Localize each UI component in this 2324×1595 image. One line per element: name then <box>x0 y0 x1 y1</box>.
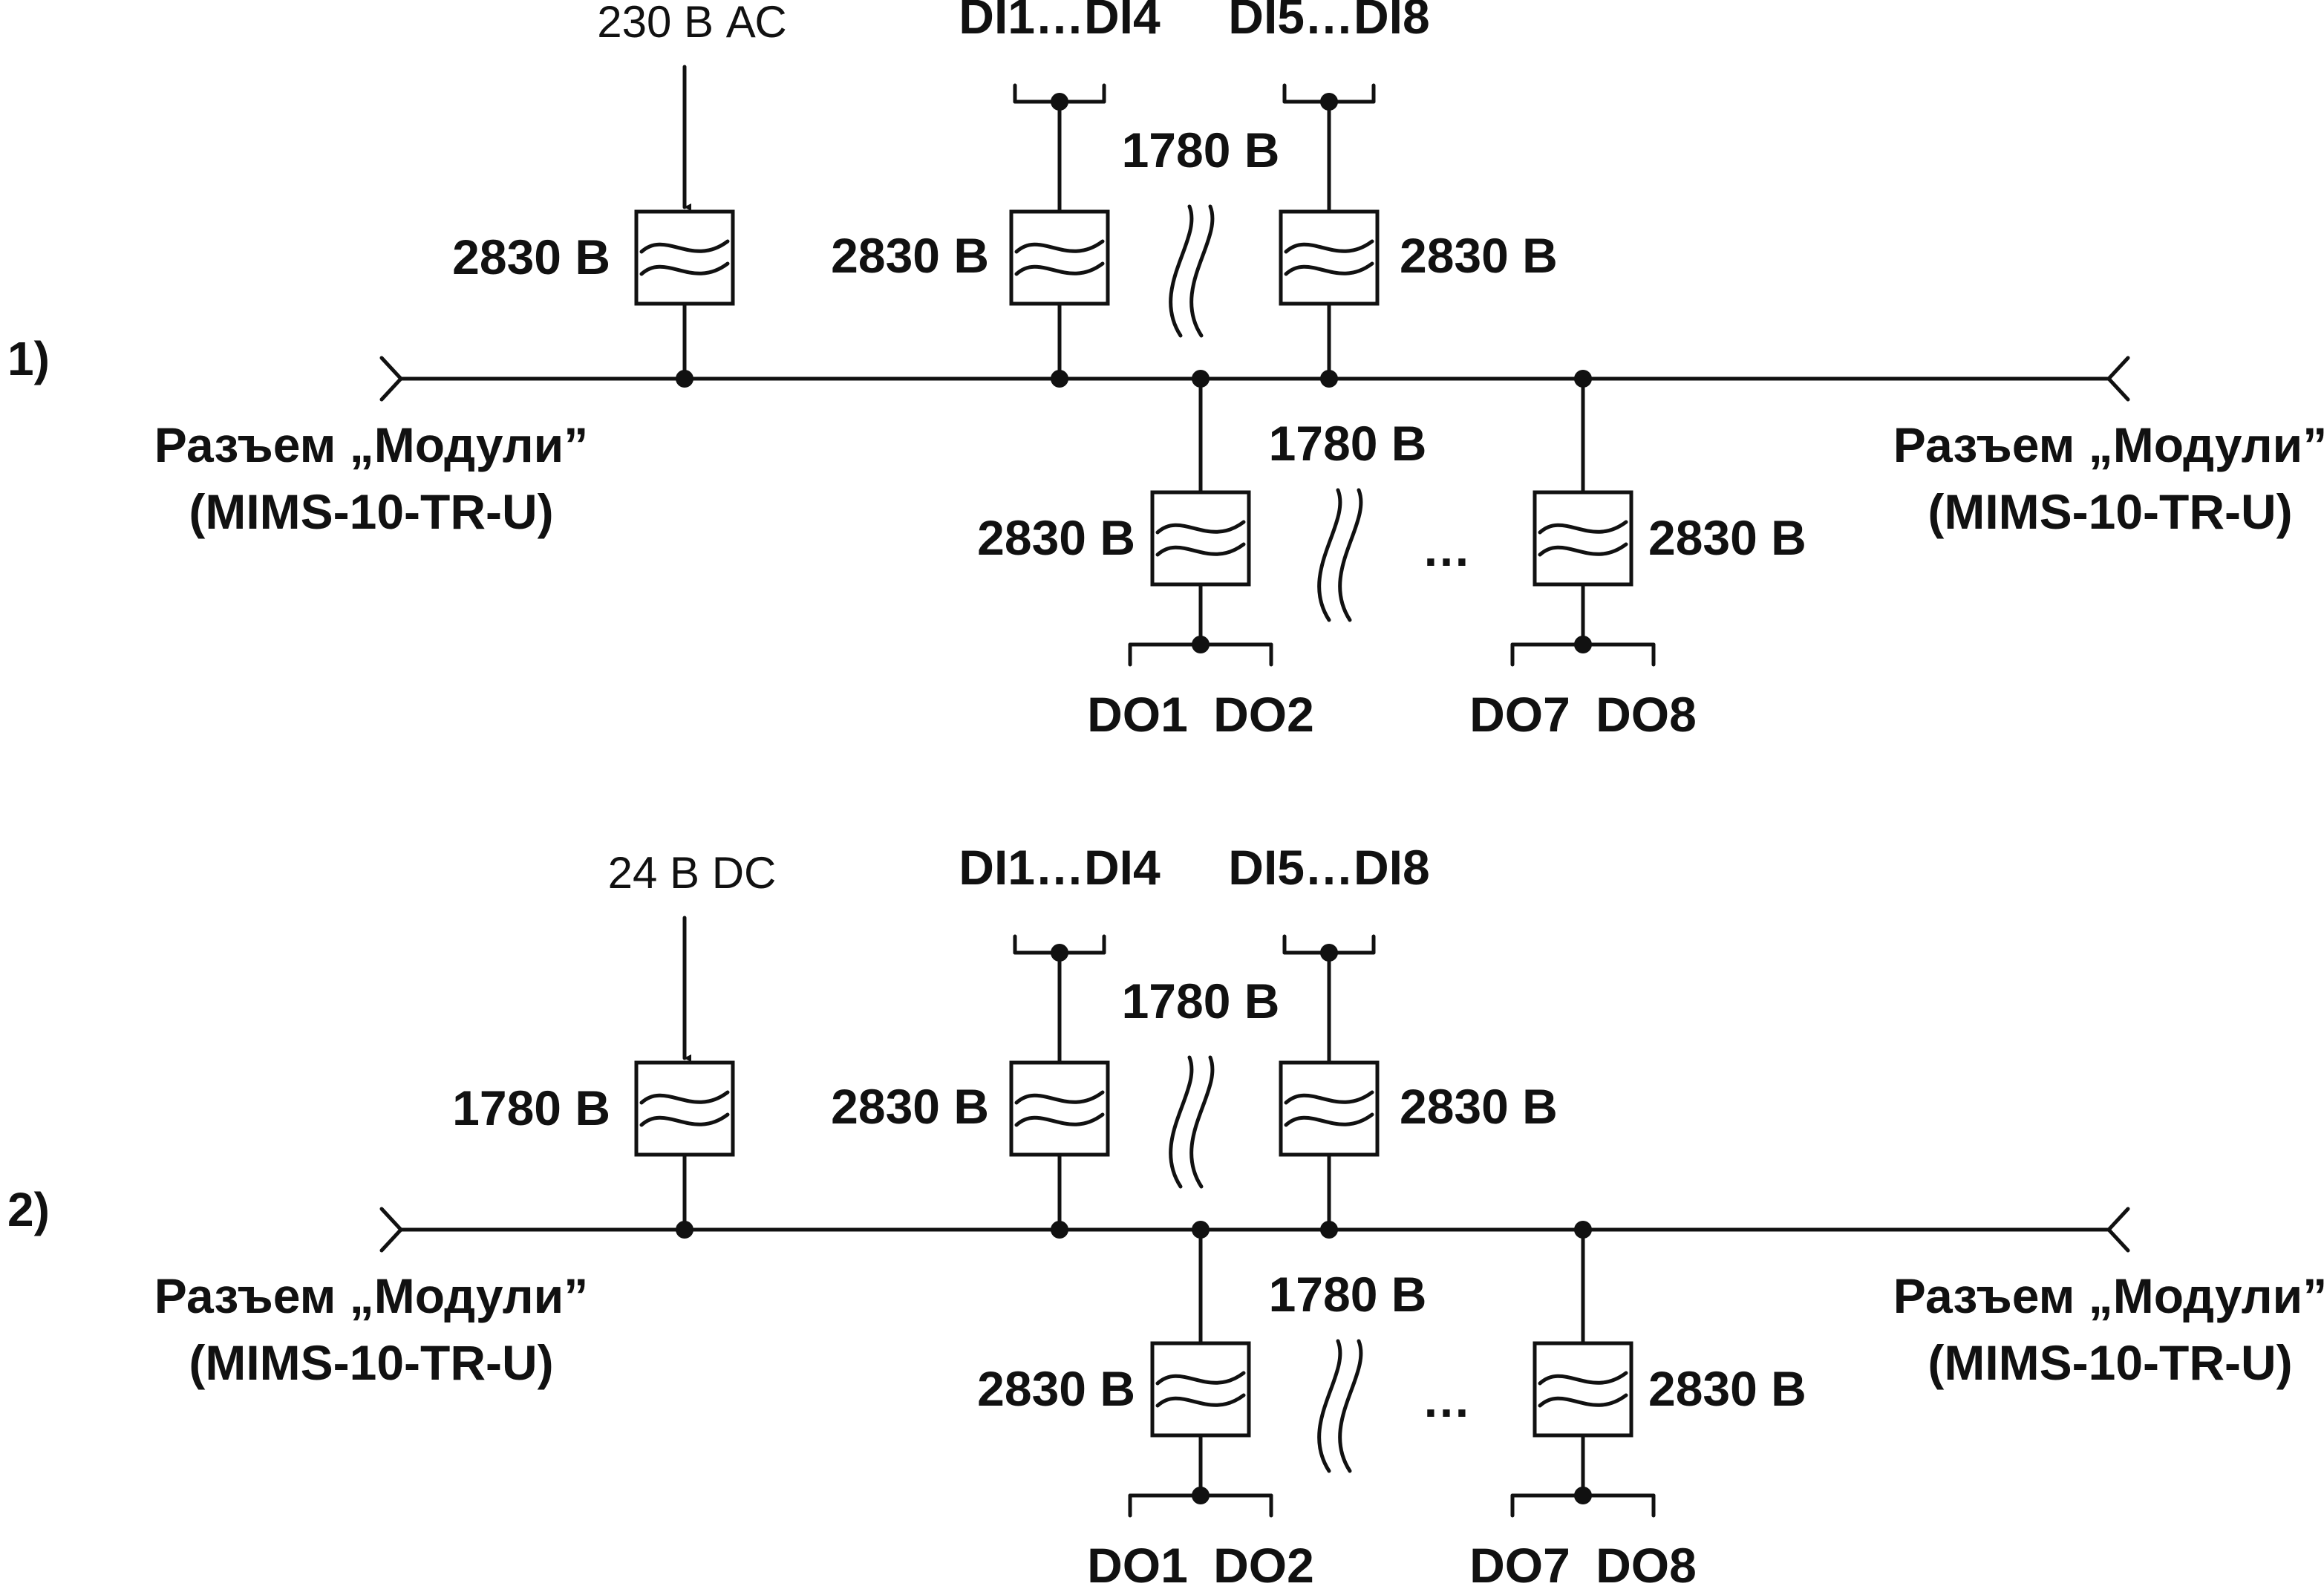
connector-right-icon <box>2106 356 2130 402</box>
figure-number: 1) <box>7 332 50 385</box>
isolation-barrier-icon <box>1279 1060 1380 1157</box>
connector-left-icon <box>379 1207 404 1253</box>
supply-barrier-voltage: 1780 В <box>452 1080 610 1135</box>
connector-left-label: Разъем „Модули” <box>154 1268 588 1323</box>
do-barrier-voltage: 2830 В <box>977 1361 1135 1416</box>
di-group-label: DI5…DI8 <box>1228 0 1429 44</box>
isolation-barrier-icon <box>1533 1341 1633 1438</box>
do-barrier-voltage: 2830 В <box>1648 1361 1806 1416</box>
isolation-gap-icon <box>1317 1339 1363 1473</box>
junction-dot <box>1051 1221 1068 1239</box>
do-terminal-label: DO2 <box>1213 687 1314 742</box>
do-isolation-voltage: 1780 В <box>1269 416 1427 471</box>
connector-right-icon <box>2106 1207 2130 1253</box>
connector-right-label: Разъем „Модули” <box>1893 1268 2324 1323</box>
isolation-gap-icon <box>1169 204 1215 338</box>
di-barrier-voltage: 2830 В <box>831 228 989 283</box>
supply-label: 24 В DC <box>608 848 777 898</box>
do-terminal-label: DO7 <box>1469 1538 1570 1593</box>
do-barrier-voltage: 2830 В <box>977 510 1135 565</box>
di-group-label: DI1…DI4 <box>959 0 1161 44</box>
do-terminal-label: DO1 <box>1087 1538 1188 1593</box>
connector-left-label: Разъем „Модули” <box>154 417 588 472</box>
figure-2: 2) Разъем „Модули” (MIMS-10-TR-U) Разъем „М… <box>7 840 2324 1593</box>
isolation-barrier-icon <box>1533 490 1633 587</box>
isolation-barrier-icon <box>1009 1060 1110 1157</box>
figure-number: 2) <box>7 1183 50 1236</box>
supply-barrier-voltage: 2830 В <box>452 229 610 284</box>
connector-right-model: (MIMS-10-TR-U) <box>1928 1335 2292 1390</box>
do-terminal-label: DO8 <box>1596 687 1697 742</box>
do-terminal-label: DO2 <box>1213 1538 1314 1593</box>
isolation-barrier-icon <box>1150 1341 1251 1438</box>
do-ellipsis: … <box>1422 1372 1471 1427</box>
do-barrier-voltage: 2830 В <box>1648 510 1806 565</box>
junction-dot <box>1051 370 1068 388</box>
isolation-gap-icon <box>1317 488 1363 622</box>
di-group-label: DI5…DI8 <box>1228 840 1429 895</box>
isolation-gap-icon <box>1169 1055 1215 1189</box>
di-barrier-voltage: 2830 В <box>1400 1079 1558 1134</box>
do-terminal-label: DO8 <box>1596 1538 1697 1593</box>
figure-1: 1) Разъем „Модули” (MIMS-10-TR-U) Разъем „М… <box>7 0 2324 742</box>
di-group-label: DI1…DI4 <box>959 840 1161 895</box>
isolation-barrier-icon <box>1150 490 1251 587</box>
di-isolation-voltage: 1780 В <box>1122 973 1280 1028</box>
connector-right-model: (MIMS-10-TR-U) <box>1928 484 2292 539</box>
connector-left-icon <box>379 356 404 402</box>
supply-label: 230 В АС <box>597 0 787 47</box>
connector-right-label: Разъем „Модули” <box>1893 417 2324 472</box>
isolation-barrier-icon <box>634 1060 735 1157</box>
do-ellipsis: … <box>1422 521 1471 576</box>
isolation-barrier-icon <box>1279 209 1380 306</box>
connector-left-model: (MIMS-10-TR-U) <box>189 1335 553 1390</box>
connector-left-model: (MIMS-10-TR-U) <box>189 484 553 539</box>
junction-dot <box>676 370 693 388</box>
di-barrier-voltage: 2830 В <box>1400 228 1558 283</box>
junction-dot <box>676 1221 693 1239</box>
junction-dot <box>1320 370 1338 388</box>
do-terminal-label: DO1 <box>1087 687 1188 742</box>
isolation-barrier-icon <box>634 209 735 306</box>
junction-dot <box>1320 1221 1338 1239</box>
do-terminal-label: DO7 <box>1469 687 1570 742</box>
di-isolation-voltage: 1780 В <box>1122 123 1280 177</box>
do-isolation-voltage: 1780 В <box>1269 1267 1427 1322</box>
di-barrier-voltage: 2830 В <box>831 1079 989 1134</box>
isolation-barrier-icon <box>1009 209 1110 306</box>
